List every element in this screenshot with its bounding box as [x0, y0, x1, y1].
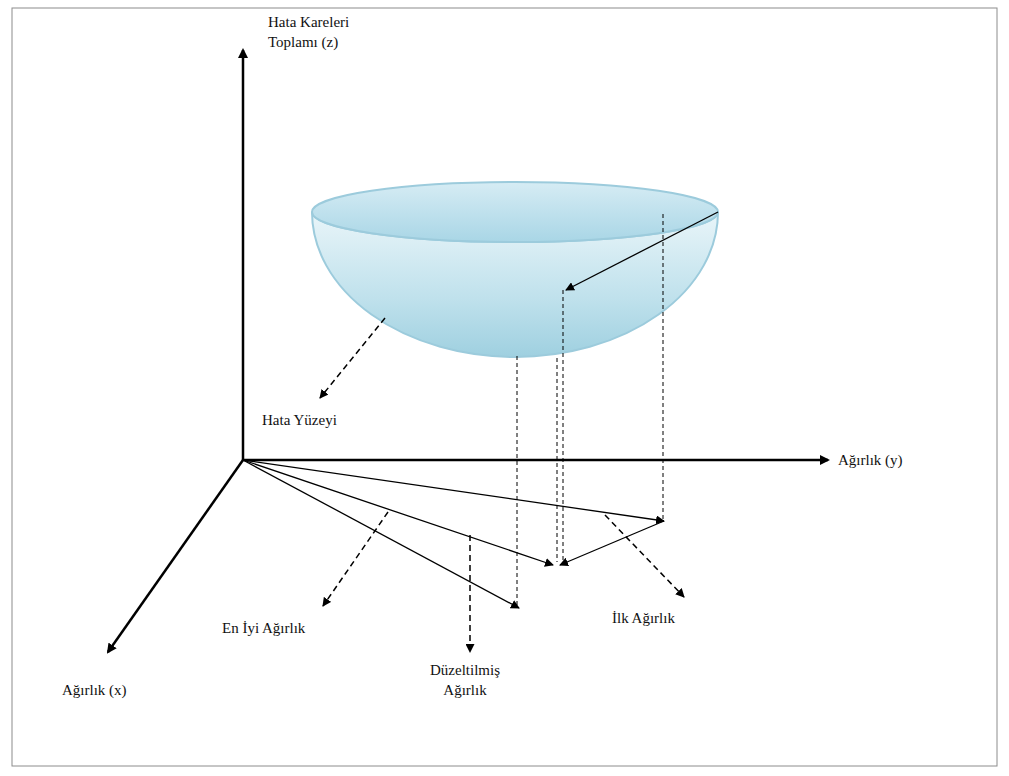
correction-vector — [560, 521, 664, 565]
callout-label: Düzeltilmiş Ağırlık — [410, 660, 520, 701]
leader-arrow — [469, 535, 471, 652]
projection-line — [563, 290, 564, 562]
weight-vector — [243, 460, 664, 521]
callout-label: Hata Yüzeyi — [262, 410, 382, 430]
weight-vector — [243, 460, 519, 608]
leader-arrow — [320, 318, 385, 398]
axis-label: Hata Kareleri Toplamı (z) — [268, 12, 388, 53]
projection-line — [517, 356, 518, 605]
frame — [12, 8, 997, 766]
leader-arrow — [605, 515, 684, 597]
projection-line — [663, 214, 664, 520]
z-axis — [242, 50, 245, 460]
y-axis — [243, 459, 828, 462]
callout-label: İlk Ağırlık — [612, 608, 732, 628]
projection-line — [557, 358, 558, 562]
surface-step — [566, 212, 718, 290]
axis-label: Ağırlık (y) — [838, 450, 948, 470]
weight-vector — [243, 460, 553, 565]
callout-label: En İyi Ağırlık — [222, 618, 352, 638]
axis-label: Ağırlık (x) — [62, 680, 172, 700]
bowl-rim — [312, 182, 718, 242]
leader-arrow — [323, 512, 388, 606]
